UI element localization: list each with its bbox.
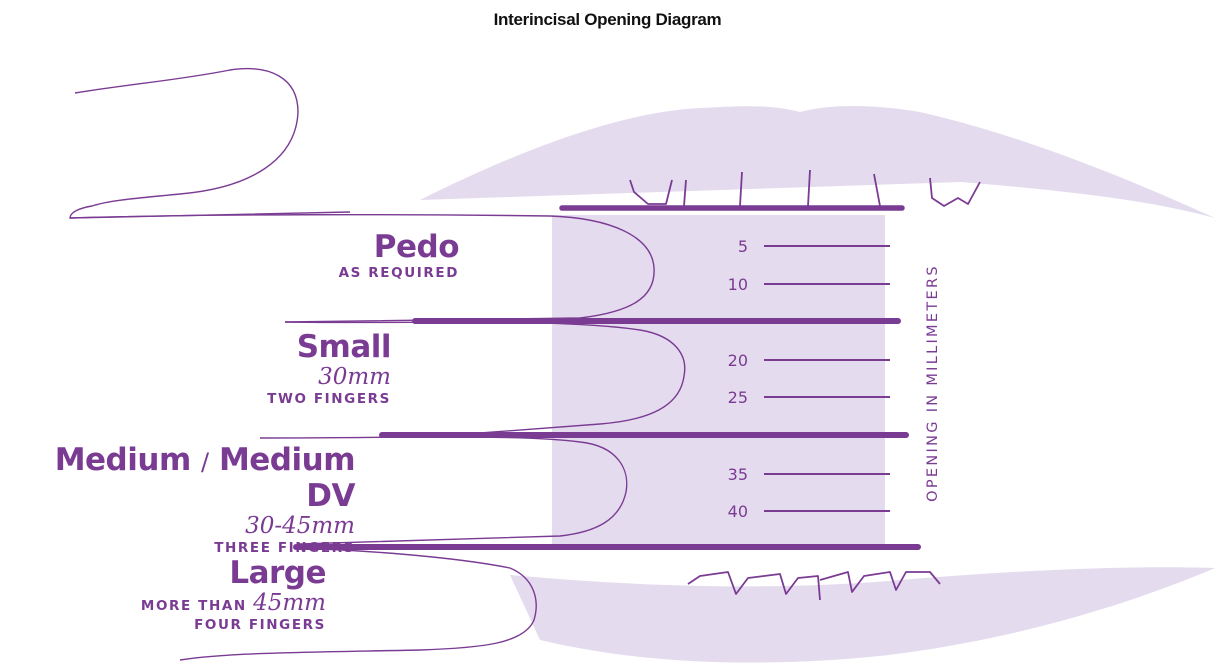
name-separator: / bbox=[201, 448, 209, 476]
size-name: Pedo bbox=[339, 230, 459, 264]
range-value: 30-45 bbox=[245, 513, 311, 539]
label-small: Small 30mm TWO FINGERS bbox=[267, 330, 391, 408]
lower-lip bbox=[510, 567, 1215, 662]
size-range: 30mm bbox=[267, 364, 391, 390]
size-name: Small bbox=[267, 330, 391, 364]
name-medium-dv: Medium DV bbox=[219, 442, 355, 514]
size-caption: TWO FINGERS bbox=[267, 390, 391, 408]
range-unit: mm bbox=[311, 513, 355, 539]
range-prefix: MORE THAN bbox=[141, 598, 253, 614]
size-range: MORE THAN 45mm bbox=[141, 590, 326, 616]
size-caption: FOUR FINGERS bbox=[141, 616, 326, 634]
size-range: 30-45mm bbox=[0, 513, 355, 539]
tick-label-20: 20 bbox=[728, 351, 748, 370]
opening-column bbox=[552, 215, 885, 545]
tick-label-35: 35 bbox=[728, 465, 748, 484]
label-medium: Medium / Medium DV 30-45mm THREE FINGERS bbox=[0, 443, 355, 557]
finger-top bbox=[70, 69, 350, 218]
tick-label-10: 10 bbox=[728, 275, 748, 294]
axis-label: OPENING IN MILLIMETERS bbox=[925, 264, 941, 502]
upper-lip bbox=[420, 106, 1215, 218]
name-medium: Medium bbox=[55, 442, 191, 478]
size-name: Large bbox=[141, 556, 326, 590]
range-value: 45 bbox=[253, 590, 282, 616]
range-value: 30 bbox=[318, 364, 347, 390]
label-pedo: Pedo AS REQUIRED bbox=[339, 230, 459, 282]
label-large: Large MORE THAN 45mm FOUR FINGERS bbox=[141, 556, 326, 634]
size-name: Medium / Medium DV bbox=[0, 443, 355, 513]
range-unit: mm bbox=[282, 590, 326, 616]
size-caption: AS REQUIRED bbox=[339, 264, 459, 282]
range-unit: mm bbox=[347, 364, 391, 390]
tick-label-25: 25 bbox=[728, 388, 748, 407]
tick-label-40: 40 bbox=[728, 502, 748, 521]
tick-label-5: 5 bbox=[738, 237, 748, 256]
